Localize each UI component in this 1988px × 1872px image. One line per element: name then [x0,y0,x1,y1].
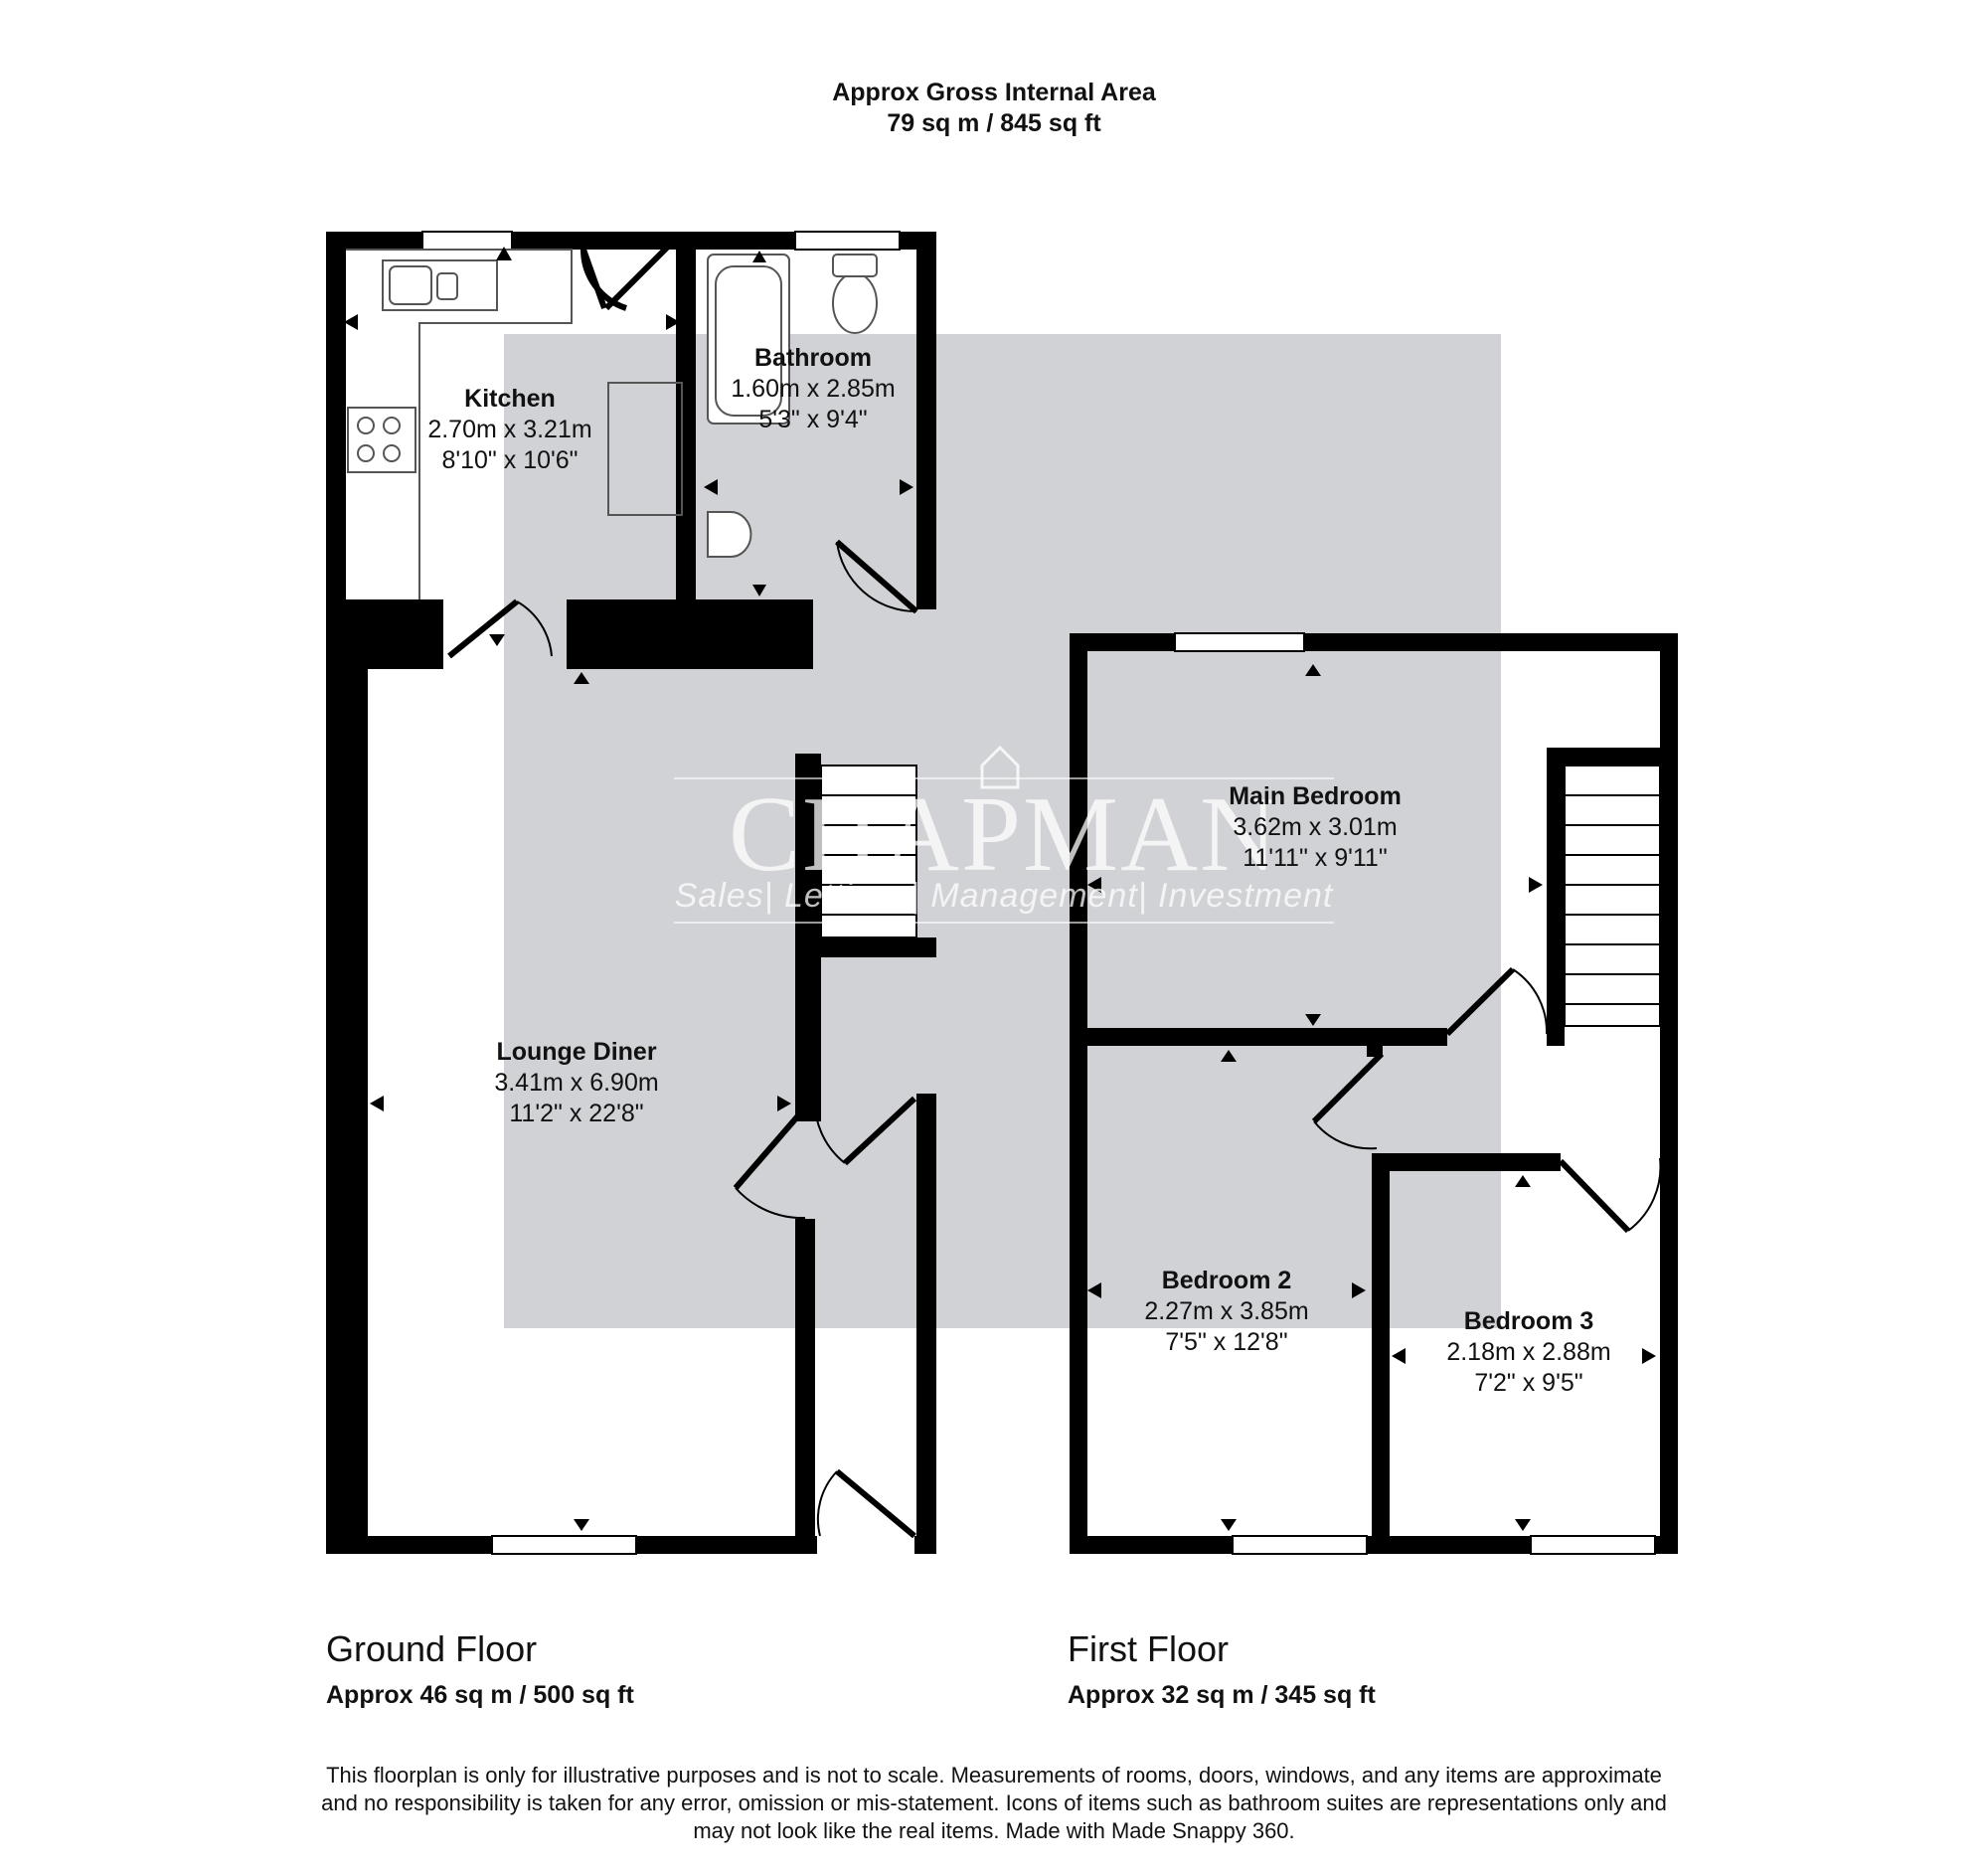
room-label-bedroom-3: Bedroom 3 2.18m x 2.88m 7'2" x 9'5" [1446,1307,1611,1397]
wall [916,232,936,609]
first-floor-doors [1311,966,1662,1234]
basin [707,511,752,558]
wall [1070,633,1678,651]
stairs-first [1564,765,1661,1027]
room-label-bathroom: Bathroom 1.60m x 2.85m 5'3" x 9'4" [731,344,896,433]
stairs-ground [820,765,917,938]
watermark-tagline: Sales| Lettings| Management| Investment [674,877,1334,915]
window [1232,1535,1368,1555]
ground-floor-doors [447,236,918,1539]
watermark-brand: CHAPMAN [728,775,1280,894]
disclaimer-line-2: and no responsibility is taken for any e… [321,1790,1667,1815]
room-label-main-bedroom: Main Bedroom 3.62m x 3.01m 11'11" x 9'11… [1229,782,1402,872]
wall [916,1094,936,1554]
first-floor-title: First Floor [1068,1628,1229,1669]
gross-area-title: Approx Gross Internal Area [832,79,1156,106]
toilet [832,272,878,334]
disclaimer-line-3: may not look like the real items. Made w… [693,1818,1295,1843]
window [794,231,901,251]
dimension-arrows [344,247,1656,1531]
wall [795,937,936,957]
ground-floor-title: Ground Floor [326,1628,538,1669]
wall [567,599,813,669]
ground-floor-area: Approx 46 sq m / 500 sq ft [326,1681,634,1709]
wall [1372,1153,1390,1554]
window [1530,1535,1656,1555]
wall [1547,748,1565,1046]
wall [795,1219,815,1554]
wall [326,232,704,250]
room-label-bedroom-2: Bedroom 2 2.27m x 3.85m 7'5" x 12'8" [1144,1267,1309,1356]
wall [1070,633,1087,1554]
first-floor-area: Approx 32 sq m / 345 sq ft [1068,1681,1376,1709]
wall [676,232,696,599]
watermark-logo [674,745,1334,924]
bathroom-fittings [707,254,878,558]
watermark-panel [504,334,1501,1328]
ground-floor-windows [421,231,901,1555]
wall [1547,748,1660,766]
room-label-kitchen: Kitchen 2.70m x 3.21m 8'10" x 10'6" [427,385,592,474]
room-label-lounge-diner: Lounge Diner 3.41m x 6.90m 11'2" x 22'8" [494,1038,659,1127]
window [421,231,513,251]
window [491,1535,637,1555]
sink [382,259,498,311]
gross-area-value: 79 sq m / 845 sq ft [887,109,1101,137]
wall [1372,1153,1561,1171]
wall [1660,748,1678,1046]
hob [347,407,416,473]
disclaimer-line-1: This floorplan is only for illustrative … [326,1763,1662,1787]
first-floor-windows [1174,632,1656,1555]
window [1174,632,1305,652]
wall [1367,1039,1383,1057]
kitchen-fittings [346,249,683,599]
wall [326,656,368,1554]
wall [1070,1028,1447,1046]
